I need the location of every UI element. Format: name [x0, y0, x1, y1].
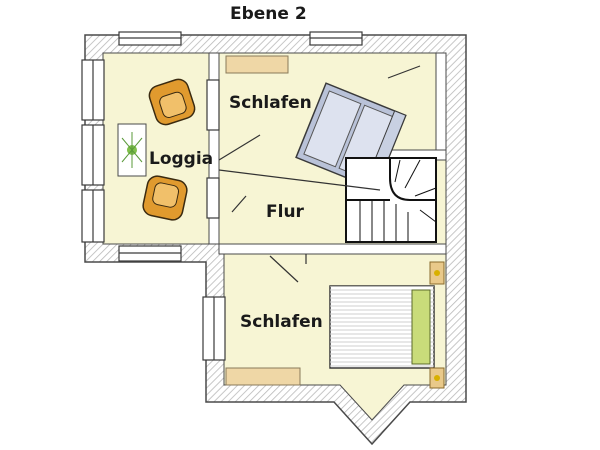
windows	[81, 31, 363, 361]
bed-lower	[329, 261, 445, 389]
window-inner-loggia	[206, 79, 220, 131]
door-upper-bedroom	[387, 65, 421, 79]
staircase	[345, 157, 437, 243]
loggia-furniture	[117, 78, 196, 221]
door-loggia-flur	[218, 134, 261, 161]
plan-title: Ebene 2	[230, 4, 307, 24]
doors	[218, 65, 421, 283]
room-label-schlafen-lower: Schlafen	[240, 312, 323, 332]
room-label-schlafen-upper: Schlafen	[229, 93, 312, 113]
room-label-flur: Flur	[266, 202, 304, 222]
window-sills	[225, 55, 301, 386]
side-table-plant	[117, 123, 147, 177]
room-label-loggia: Loggia	[149, 149, 214, 169]
window-inner-loggia-low	[206, 177, 220, 219]
sill-lower-bedroom	[225, 367, 301, 386]
armchair-bottom	[142, 175, 188, 221]
sill-upper-bedroom	[225, 55, 289, 74]
armchair-top	[148, 78, 196, 126]
door-lower-bedroom	[269, 255, 299, 283]
